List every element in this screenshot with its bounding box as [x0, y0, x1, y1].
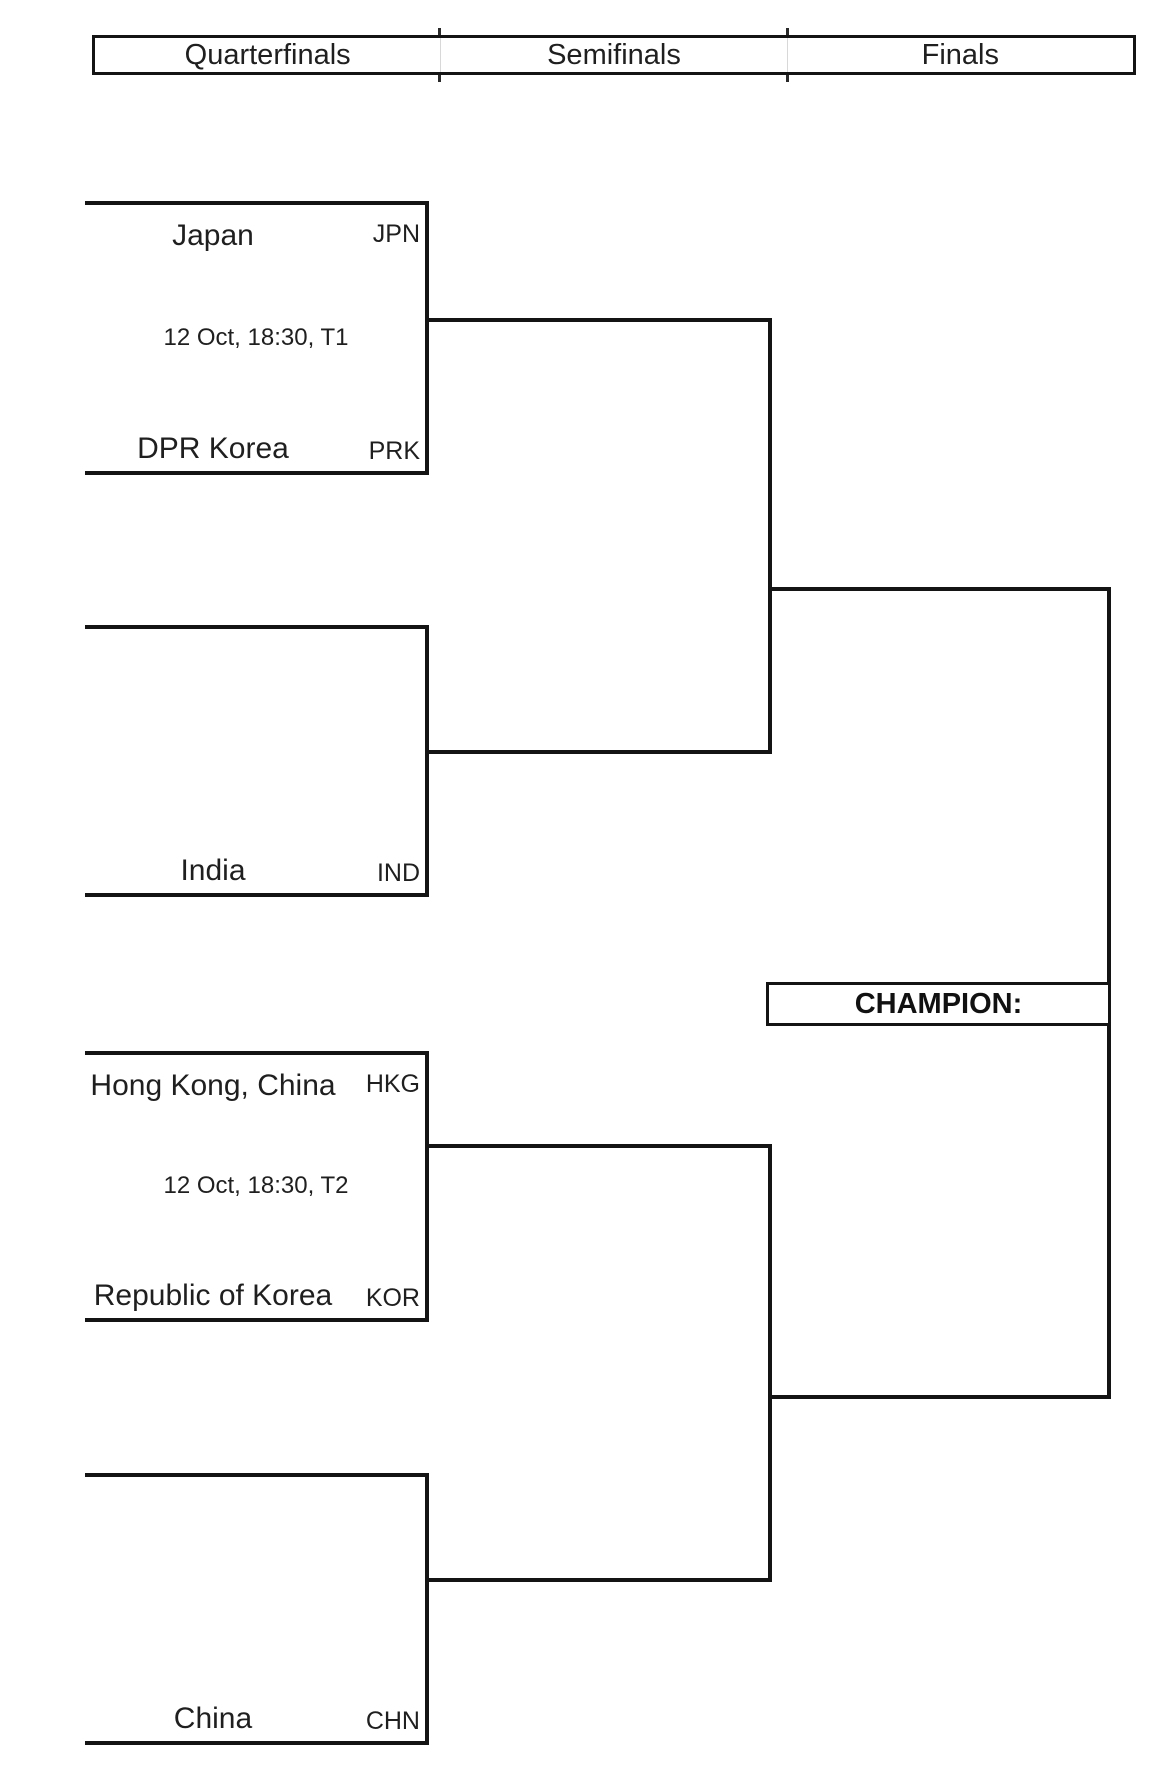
champion-box: CHAMPION:: [766, 982, 1111, 1026]
round-header-quarterfinals: Quarterfinals: [184, 38, 351, 71]
qf2-bottom-team-name: India: [180, 854, 246, 887]
qf4-bottom-team-line: [85, 1741, 429, 1745]
qf1-match-schedule: 12 Oct, 18:30, T1: [163, 324, 349, 351]
champion-label: CHAMPION:: [854, 987, 1023, 1020]
qf1-bracket-connector: [425, 201, 429, 475]
qf4-bottom-team-code: CHN: [365, 1707, 420, 1735]
qf2-bracket-connector: [425, 625, 429, 897]
sf1-bracket-connector: [768, 318, 772, 754]
qf1-bottom-team-name: DPR Korea: [137, 432, 289, 465]
qf2-top-team-line: [85, 625, 429, 629]
qf3-winner-line: [425, 1144, 772, 1148]
qf3-bottom-team-name: Republic of Korea: [93, 1279, 333, 1312]
round-header-semifinals: Semifinals: [440, 38, 786, 72]
qf3-top-team-name: Hong Kong, China: [90, 1069, 336, 1102]
qf4-bracket-connector: [425, 1473, 429, 1745]
qf1-winner-line: [425, 318, 772, 322]
qf2-bottom-team-line: [85, 893, 429, 897]
round-header: Quarterfinals Semifinals Finals: [92, 35, 1136, 75]
qf2-bottom-team-code: IND: [376, 859, 420, 887]
qf4-top-team-line: [85, 1473, 429, 1477]
qf1-top-team-code: JPN: [372, 220, 420, 248]
sf2-winner-line: [768, 1395, 1111, 1399]
sf2-bracket-connector: [768, 1144, 772, 1582]
qf3-match-schedule: 12 Oct, 18:30, T2: [163, 1172, 349, 1199]
qf1-bottom-team-code: PRK: [368, 437, 420, 465]
round-header-finals: Finals: [786, 38, 1133, 72]
qf3-bracket-connector: [425, 1051, 429, 1322]
qf3-bottom-team-line: [85, 1318, 429, 1322]
qf3-bottom-team-code: KOR: [365, 1284, 420, 1312]
qf4-bottom-team-name: China: [173, 1702, 253, 1735]
qf2-winner-line: [425, 750, 772, 754]
qf1-top-team-name: Japan: [172, 219, 254, 252]
qf1-bottom-team-line: [85, 471, 429, 475]
qf3-top-team-line: [85, 1051, 429, 1055]
qf3-top-team-code: HKG: [365, 1070, 420, 1098]
sf1-winner-line: [768, 587, 1111, 591]
qf4-winner-line: [425, 1578, 772, 1582]
qf1-top-team-line: [85, 201, 429, 205]
